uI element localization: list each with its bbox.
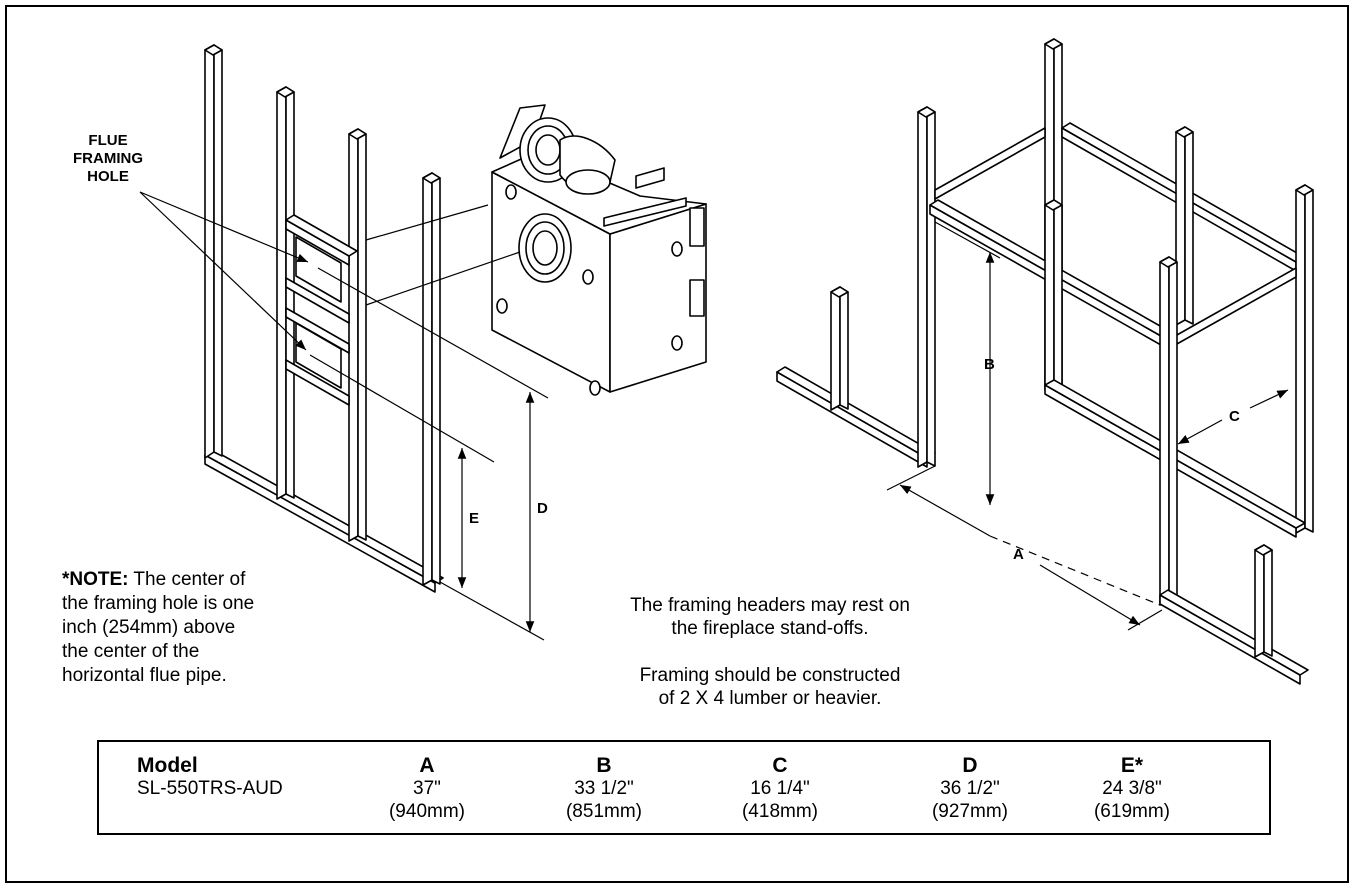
table-inches-e: 24 3/8" <box>1102 778 1162 799</box>
note-line-3: inch (254mm) above <box>62 617 236 638</box>
headers-note-line-2: the fireplace stand-offs. <box>671 618 869 639</box>
note-line-5: horizontal flue pipe. <box>62 665 227 686</box>
right-frame <box>776 38 1314 685</box>
table-header-a: A <box>419 754 435 777</box>
flue-framing-hole-callout: FLUE FRAMING HOLE <box>68 132 148 186</box>
table-mm-e: (619mm) <box>1093 801 1170 822</box>
table-inches-d: 36 1/2" <box>940 778 1000 799</box>
table-column-e: E* 24 3/8" (619mm) <box>1087 754 1177 823</box>
table-model-value: SL-550TRS-AUD <box>137 778 283 799</box>
note-text: *NOTE: The center of the framing hole is… <box>62 568 254 688</box>
table-inches-c: 16 1/4" <box>750 778 810 799</box>
lumber-note-line-1: Framing should be constructed <box>639 665 901 686</box>
note-line-4: the center of the <box>62 641 200 662</box>
table-header-d: D <box>962 754 978 777</box>
callout-line-2: FRAMING <box>73 150 143 167</box>
table-model-column: Model SL-550TRS-AUD <box>137 754 283 800</box>
table-header-e: E* <box>1120 754 1144 777</box>
table-mm-b: (851mm) <box>565 801 642 822</box>
dimension-label-d: D <box>537 500 548 517</box>
dimensions-table: Model SL-550TRS-AUD A 37" (940mm) B 33 1… <box>97 740 1271 835</box>
table-column-d: D 36 1/2" (927mm) <box>925 754 1015 823</box>
dimension-label-c: C <box>1229 408 1240 425</box>
headers-note-line-1: The framing headers may rest on <box>630 595 910 616</box>
headers-note: The framing headers may rest on the fire… <box>585 594 955 640</box>
table-mm-a: (940mm) <box>388 801 465 822</box>
callout-line-1: FLUE <box>88 132 128 149</box>
note-bold: *NOTE: <box>62 569 129 590</box>
table-column-a: A 37" (940mm) <box>387 754 467 823</box>
table-inches-a: 37" <box>413 778 441 799</box>
dimension-label-e: E <box>469 510 480 527</box>
lumber-note: Framing should be constructed of 2 X 4 l… <box>585 664 955 710</box>
page-border <box>5 5 1349 883</box>
note-line-1: The center of <box>128 569 246 590</box>
lumber-note-line-2: of 2 X 4 lumber or heavier. <box>658 688 882 709</box>
table-mm-d: (927mm) <box>931 801 1008 822</box>
callout-line-3: HOLE <box>87 168 129 185</box>
dimension-label-b: B <box>984 356 995 373</box>
left-wall-frame <box>204 44 444 593</box>
table-column-c: C 16 1/4" (418mm) <box>735 754 825 823</box>
fireplace-unit <box>491 104 707 396</box>
table-mm-c: (418mm) <box>741 801 818 822</box>
table-model-header: Model <box>137 754 198 777</box>
table-inches-b: 33 1/2" <box>574 778 634 799</box>
note-line-2: the framing hole is one <box>62 593 255 614</box>
table-column-b: B 33 1/2" (851mm) <box>559 754 649 823</box>
table-header-c: C <box>772 754 788 777</box>
dimension-label-a: A <box>1013 546 1024 563</box>
table-header-b: B <box>596 754 612 777</box>
